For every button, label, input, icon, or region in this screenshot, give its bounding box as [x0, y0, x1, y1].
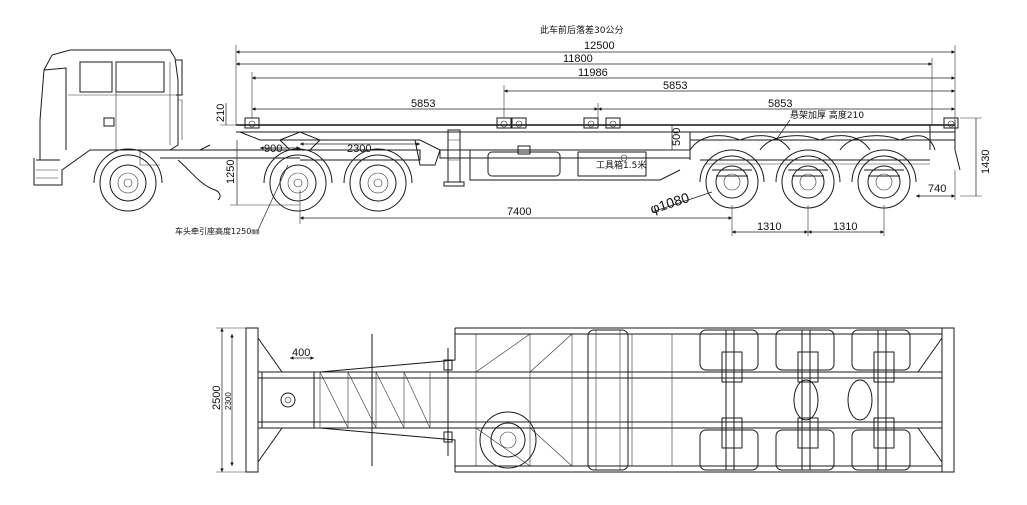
dim-11800: 11800: [563, 53, 593, 65]
dim-1430: 1430: [980, 150, 992, 174]
trailer-chassis: [236, 117, 961, 187]
dim-400: 400: [292, 347, 310, 359]
dim-2300: 2300: [347, 143, 371, 155]
dim-210: 210: [215, 104, 227, 122]
toolbox-note: 工具箱1.5米: [596, 159, 646, 171]
tractor-cab: [33, 49, 300, 201]
dim-7400: 7400: [507, 206, 531, 218]
dim-axle-1: 1310: [757, 221, 781, 233]
dim-500: 500: [671, 128, 683, 146]
top-dimensions: [216, 327, 314, 473]
tractor-frame-rear: [300, 149, 421, 161]
tractor-front-wheel: [93, 148, 163, 212]
trailer-wheel-1: [699, 149, 765, 209]
trailer-wheel-2: [775, 149, 841, 209]
dim-5853-right: 5853: [768, 98, 792, 110]
dim-1250: 1250: [225, 160, 237, 184]
side-labels: 此车前后落差30公分 12500 11800 11986 5853 5853 5…: [175, 24, 992, 236]
tractor-rear-wheel-2: [343, 148, 413, 212]
side-view: 此车前后落差30公分 12500 11800 11986 5853 5853 5…: [33, 24, 992, 236]
height-diff-note: 此车前后落差30公分: [540, 24, 623, 36]
dim-11986: 11986: [578, 67, 608, 79]
dim-wheel-dia: φ1080: [648, 189, 691, 217]
front-end-beam: [245, 327, 259, 473]
dim-5853-top: 5853: [663, 80, 687, 92]
spare-wheel: [479, 411, 537, 469]
dim-overall: 12500: [584, 40, 615, 52]
dim-900: 900: [264, 143, 282, 155]
trailer-wheel-3: [851, 149, 917, 209]
dim-width-inner: 2300: [224, 392, 233, 410]
dim-740: 740: [928, 183, 946, 195]
fifth-wheel: [279, 131, 321, 151]
dim-width-outer: 2500: [211, 386, 223, 410]
suspension-note: 悬架加厚 高度210: [790, 109, 864, 121]
top-view: 400 2500 2300: [211, 327, 955, 473]
top-labels: 400 2500 2300: [211, 347, 310, 410]
axle-group: [699, 329, 911, 471]
fifth-wheel-note: 车头牵引座高度1250㎜: [175, 226, 259, 236]
dim-axle-2: 1310: [833, 221, 857, 233]
suspension: [689, 135, 936, 165]
dim-5853-left: 5853: [411, 98, 435, 110]
side-dimensions: [220, 45, 982, 236]
rear-end-beam: [941, 327, 955, 473]
